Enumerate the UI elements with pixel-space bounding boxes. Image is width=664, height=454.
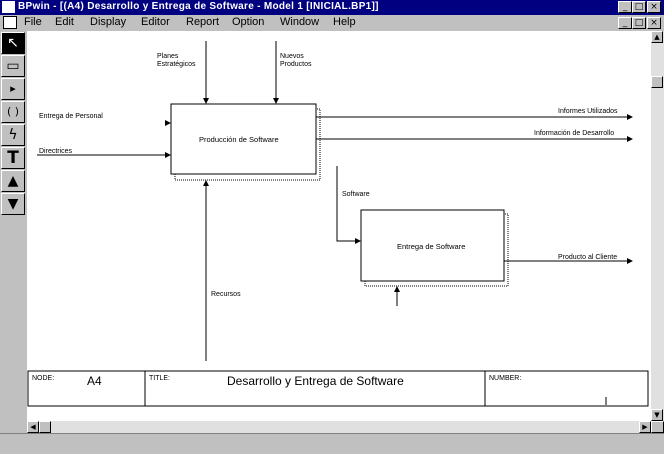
pointer-icon[interactable]: ↖ — [1, 32, 25, 54]
label-informes: Informes Utilizados — [558, 108, 618, 115]
label-planes: Planes Estratégicos — [157, 53, 196, 68]
diagram-canvas[interactable]: Producción de Software Entrega de Softwa… — [27, 31, 651, 421]
label-entrega-personal: Entrega de Personal — [39, 113, 103, 120]
footer-node-value: A4 — [87, 374, 102, 388]
label-recursos: Recursos — [211, 291, 241, 298]
box-tool-icon[interactable]: ▭ — [1, 55, 25, 77]
hscroll-thumb[interactable] — [39, 421, 51, 433]
menu-report[interactable]: Report — [186, 16, 220, 28]
menu-help[interactable]: Help — [333, 16, 356, 28]
text-arrow-icon[interactable]: ▸ — [1, 78, 25, 100]
app-icon[interactable] — [2, 1, 15, 13]
vscroll-thumb[interactable] — [651, 76, 663, 88]
status-bar — [0, 433, 664, 454]
scroll-corner — [651, 421, 664, 433]
minimize-button[interactable]: _ — [618, 1, 632, 13]
doc-restore-button[interactable]: □ — [632, 17, 646, 29]
menu-file[interactable]: File — [24, 16, 42, 28]
window-title: BPwin - [(A4) Desarrollo y Entrega de So… — [18, 1, 379, 12]
menu-option[interactable]: Option — [232, 16, 265, 28]
menu-editor[interactable]: Editor — [141, 16, 170, 28]
activity-box-entrega[interactable] — [360, 209, 505, 282]
scroll-up-icon[interactable]: ▲ — [651, 31, 663, 43]
menu-edit[interactable]: Edit — [55, 16, 74, 28]
footer-title-label: TITLE: — [149, 375, 171, 382]
doc-close-button[interactable]: × — [647, 17, 661, 29]
label-nuevos: Nuevos Productos — [280, 53, 312, 68]
footer-node-label: NODE: — [32, 375, 55, 382]
down-triangle-icon[interactable]: ▼ — [1, 193, 25, 215]
scroll-left-icon[interactable]: ◀ — [27, 421, 39, 433]
footer-frame — [27, 370, 649, 407]
toolbox: ↖ ▭ ▸ ( ) ϟ T ▲ ▼ — [0, 31, 27, 423]
activity-box-produccion[interactable] — [170, 103, 317, 175]
maximize-button[interactable]: □ — [632, 1, 646, 13]
squiggle-icon[interactable]: ϟ — [1, 124, 25, 146]
title-bar: BPwin - [(A4) Desarrollo y Entrega de So… — [0, 0, 664, 15]
horizontal-scrollbar[interactable]: ◀ ▶ — [27, 421, 651, 433]
label-software: Software — [342, 191, 370, 198]
footer-title-value: Desarrollo y Entrega de Software — [227, 374, 404, 388]
label-directrices: Directrices — [39, 148, 73, 155]
activity-title-produccion: Producción de Software — [199, 135, 279, 144]
arrow-software[interactable] — [336, 166, 361, 244]
diagram-svg — [27, 41, 649, 407]
label-informacion: Información de Desarrollo — [534, 130, 615, 137]
doc-minimize-button[interactable]: _ — [618, 17, 632, 29]
document-icon[interactable] — [3, 16, 17, 29]
label-producto: Producto al Cliente — [558, 254, 618, 261]
scroll-down-icon[interactable]: ▼ — [651, 409, 663, 421]
text-tool-icon[interactable]: T — [1, 147, 25, 169]
footer-number-label: NUMBER: — [489, 375, 522, 382]
menu-bar: File Edit Display Editor Report Option W… — [0, 15, 664, 31]
scroll-right-icon[interactable]: ▶ — [639, 421, 651, 433]
activity-title-entrega: Entrega de Software — [397, 242, 466, 251]
menu-display[interactable]: Display — [90, 16, 127, 28]
close-button[interactable]: × — [647, 1, 661, 13]
vertical-scrollbar[interactable]: ▲ ▼ — [651, 31, 664, 421]
menu-window[interactable]: Window — [280, 16, 320, 28]
paren-tool-icon[interactable]: ( ) — [1, 101, 25, 123]
up-triangle-icon[interactable]: ▲ — [1, 170, 25, 192]
